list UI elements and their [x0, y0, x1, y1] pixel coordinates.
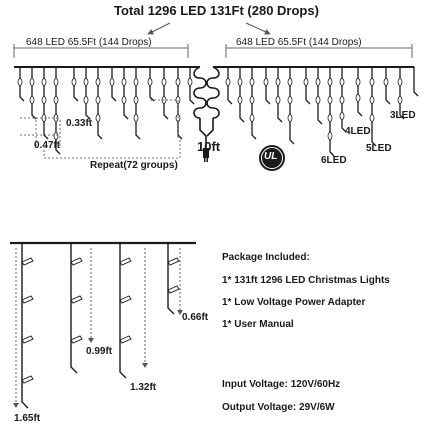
- spacing-horizontal-label: 0.47ft: [34, 140, 61, 151]
- bottom-bulbs: [21, 257, 180, 384]
- package-item-lights: 1* 131ft 1296 LED Christmas Lights: [222, 275, 390, 286]
- drop-length-1-32ft: 1.32ft: [130, 382, 157, 393]
- bottom-drops: [21, 243, 175, 409]
- package-item-adapter: 1* Low Voltage Power Adapter: [222, 297, 366, 308]
- drop-label-5led: 5LED: [366, 143, 392, 154]
- ul-badge-text: UL: [264, 151, 278, 162]
- drop-label-4led: 4LED: [345, 126, 371, 137]
- package-heading: Package Included:: [222, 252, 310, 263]
- center-coil: [193, 66, 220, 150]
- left-drops: [19, 67, 195, 155]
- drop-label-6led: 6LED: [321, 155, 347, 166]
- drop-length-1-65ft: 1.65ft: [14, 413, 41, 424]
- drop-length-guides: [15, 248, 181, 405]
- right-bulbs: [225, 78, 403, 140]
- diagram-title: Total 1296 LED 131Ft (280 Drops): [114, 3, 319, 18]
- drop-length-0-66ft: 0.66ft: [182, 312, 209, 323]
- repeat-label: Repeat(72 groups): [90, 160, 178, 171]
- output-voltage: Output Voltage: 29V/6W: [222, 402, 335, 413]
- plug-icon: [203, 148, 209, 162]
- title-arrows: [147, 22, 271, 35]
- input-voltage: Input Voltage: 120V/60Hz: [222, 379, 341, 390]
- ul-badge-icon: [259, 145, 285, 171]
- left-segment-label: 648 LED 65.5Ft (144 Drops): [26, 37, 152, 48]
- drop-length-0-99ft: 0.99ft: [86, 346, 113, 357]
- drop-label-3led: 3LED: [390, 110, 416, 121]
- package-item-manual: 1* User Manual: [222, 319, 294, 330]
- spacing-vertical-label: 0.33ft: [66, 118, 93, 129]
- right-segment-label: 648 LED 65.5Ft (144 Drops): [236, 37, 362, 48]
- spacing-guides: [20, 99, 181, 159]
- drop-length-arrowheads: [13, 310, 183, 408]
- dimension-brackets: [13, 44, 413, 58]
- lead-length-label: 10ft: [197, 139, 221, 154]
